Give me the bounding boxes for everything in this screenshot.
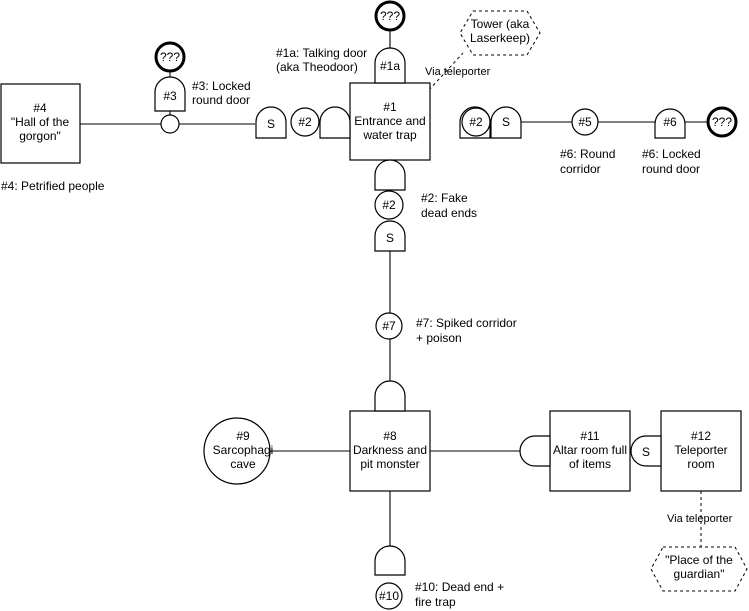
room-9-name-line1: Sarcophagi <box>213 443 274 457</box>
room-8-name-line1: Darkness and <box>353 443 427 457</box>
room-12-id: #12 <box>691 429 711 443</box>
door-6-label: #6 <box>663 115 677 129</box>
room-4-name-line1: "Hall of the <box>11 115 70 129</box>
guardian-node[interactable]: "Place of the guardian" <box>650 546 748 592</box>
room-1-name-line2: water trap <box>362 128 417 142</box>
node-2-east-label: #2 <box>469 115 483 129</box>
room-8-id: #8 <box>383 429 397 443</box>
junction-node <box>160 114 180 134</box>
annotations: #1a: Talking door (aka Theodoor) Via tel… <box>1 46 733 609</box>
label-7-line2: + poison <box>416 331 462 345</box>
label-6b-line2: round door <box>642 162 700 176</box>
room-1[interactable]: #1 Entrance and water trap <box>349 82 431 161</box>
room-8[interactable]: #8 Darkness and pit monster <box>349 410 431 492</box>
room-4-name-line2: gorgon" <box>19 129 61 143</box>
label-1a-line2: (aka Theodoor) <box>276 60 358 74</box>
secret-door-east[interactable]: S <box>490 106 522 139</box>
secret-door-12[interactable]: S <box>630 435 662 467</box>
room-1-name-line1: Entrance and <box>354 114 425 128</box>
secret-door-south[interactable]: S <box>374 220 406 252</box>
room-11-name-line1: Altar room full <box>553 443 627 457</box>
label-6a-line2: corridor <box>560 162 601 176</box>
label-6b-line1: #6: Locked <box>642 147 701 161</box>
node-2-west-label: #2 <box>298 115 312 129</box>
room-12[interactable]: #12 Teleporter room <box>660 410 742 492</box>
label-1a-line1: #1a: Talking door <box>276 46 367 60</box>
door-6[interactable]: #6 <box>654 108 686 139</box>
room-4-id: #4 <box>33 101 47 115</box>
unknown-node-left-label: ??? <box>160 50 180 64</box>
secret-door-west[interactable]: S <box>255 106 287 139</box>
door-north-8[interactable] <box>374 380 406 412</box>
secret-door-12-label: S <box>642 445 650 459</box>
room-9[interactable]: #9 Sarcophagi cave <box>203 417 274 485</box>
secret-door-south-label: S <box>386 231 394 245</box>
guardian-line1: "Place of the <box>665 553 733 567</box>
node-5[interactable]: #5 <box>571 108 599 136</box>
room-11-id: #11 <box>580 429 599 443</box>
door-1a[interactable]: #1a <box>374 47 406 84</box>
node-2-south-label: #2 <box>382 198 396 212</box>
label-10-line2: fire trap <box>415 595 456 609</box>
unknown-node-right[interactable]: ??? <box>706 106 738 138</box>
door-3-label: #3 <box>163 89 177 103</box>
room-8-name-line2: pit monster <box>360 457 419 471</box>
door-west-11[interactable] <box>519 435 551 467</box>
tower-node[interactable]: Tower (aka Laserkeep) <box>459 10 541 56</box>
unknown-node-top[interactable]: ??? <box>374 0 406 32</box>
label-6a-line1: #6: Round <box>560 147 615 161</box>
room-9-id: #9 <box>236 429 250 443</box>
label-via-teleporter-tower: Via teleporter <box>425 66 491 78</box>
label-3-line2: round door <box>192 93 250 107</box>
node-2-east[interactable]: #2 <box>461 107 491 137</box>
node-2-west[interactable]: #2 <box>290 107 320 137</box>
room-11-name-line2: of items <box>569 457 611 471</box>
door-3[interactable]: #3 <box>154 76 186 112</box>
guardian-line2: guardian" <box>674 567 725 581</box>
door-west[interactable] <box>319 106 351 139</box>
node-5-label: #5 <box>578 115 592 129</box>
label-4: #4: Petrified people <box>1 179 105 193</box>
node-2-south[interactable]: #2 <box>374 190 404 220</box>
node-7[interactable]: #7 <box>375 312 403 340</box>
door-1a-label: #1a <box>380 59 400 73</box>
room-11[interactable]: #11 Altar room full of items <box>549 410 631 492</box>
room-12-name-line2: room <box>687 457 714 471</box>
node-7-label: #7 <box>382 319 396 333</box>
label-2-line2: dead ends <box>421 206 477 220</box>
unknown-node-top-label: ??? <box>380 9 400 23</box>
door-south-1[interactable] <box>374 159 406 191</box>
node-10[interactable]: #10 <box>375 582 403 610</box>
secret-door-west-label: S <box>267 117 275 131</box>
unknown-node-right-label: ??? <box>712 115 732 129</box>
room-1-id: #1 <box>383 100 397 114</box>
label-10-line1: #10: Dead end + <box>415 580 504 594</box>
label-3-line1: #3: Locked <box>192 79 251 93</box>
door-10[interactable] <box>374 545 406 576</box>
label-2-line1: #2: Fake <box>421 191 468 205</box>
room-12-name-line1: Teleporter <box>674 443 727 457</box>
tower-line1: Tower (aka <box>471 17 530 31</box>
tower-line2: Laserkeep) <box>470 31 530 45</box>
label-7-line1: #7: Spiked corridor <box>416 316 517 330</box>
unknown-node-left[interactable]: ??? <box>154 41 186 73</box>
room-4[interactable]: #4 "Hall of the gorgon" <box>0 83 81 164</box>
node-10-label: #10 <box>379 589 399 603</box>
label-via-teleporter-guardian: Via teleporter <box>667 513 733 525</box>
room-9-name-line2: cave <box>230 457 256 471</box>
secret-door-east-label: S <box>502 115 510 129</box>
